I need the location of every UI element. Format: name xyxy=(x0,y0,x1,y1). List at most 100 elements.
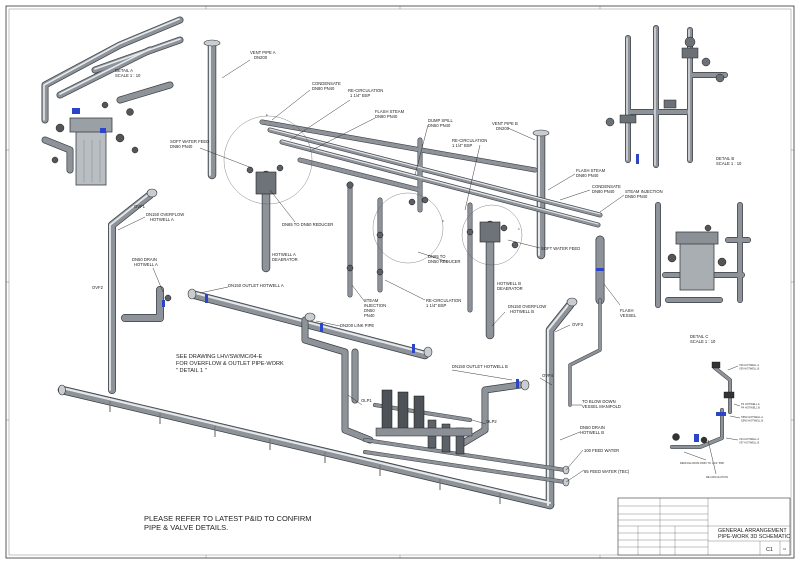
label-dn150-overflow-b-hotwell: HOTWELL B xyxy=(510,309,534,314)
detail-a-title: DETAIL A xyxy=(115,68,133,73)
label-injection-dn: DN50 xyxy=(364,308,375,313)
label-recirc-low: RE-CIRCULATION xyxy=(426,298,461,303)
detail-c-recirc-assembly xyxy=(670,361,741,475)
note-see-drawing: SEE DRAWING LHV/SW/MC/04-E xyxy=(176,354,262,360)
label-recirc-top-size: 1 1/4" BSP xyxy=(350,93,371,98)
label-v36-a: V36 HOTWELL A xyxy=(739,363,759,367)
label-condensate-b-size: DN80 PN40 xyxy=(592,189,615,194)
leader-lines xyxy=(117,59,625,483)
label-dn65-b: DN65 TO xyxy=(428,254,446,259)
label-s5-b: S5N0 HOTWELL B xyxy=(741,419,763,423)
label-dn150-overflow-a: DN150 OVERFLOW xyxy=(146,212,184,217)
title-pipework-schematic: PIPE-WORK 3D SCHEMATIC xyxy=(718,534,790,540)
label-hotwell-a-deaerator: DEAERATOR xyxy=(272,257,298,262)
label-recirc-low-size: 1 1/4" BSP xyxy=(426,303,447,308)
detail-c-scale: SCALE 1 : 10 xyxy=(690,339,716,344)
label-recirc-top: RE-CIRCULATION xyxy=(348,88,383,93)
label-flash: FLASH xyxy=(620,308,634,313)
label-p4-b: P4 HOTWELL B xyxy=(741,406,760,410)
label-soft-water-b: SOFT WATER FEED xyxy=(541,246,580,251)
callout-labels: VENT PIPE A DN200 CONDENSATE DN80 PN40 R… xyxy=(92,50,663,474)
svg-text:S5N0 HOTWELL A: S5N0 HOTWELL A xyxy=(741,415,763,419)
label-soft-water-a: SOFT WATER FEED xyxy=(170,139,209,144)
label-ovf3: OVF3 xyxy=(572,322,584,327)
label-vent-pipe-a: VENT PIPE A xyxy=(250,50,276,55)
label-blowdown: TO BLOW DOWN xyxy=(582,399,616,404)
label-dn150-outlet-b: DN150 OUTLET HOTWELL B xyxy=(452,364,508,369)
label-olp2: OLP2 xyxy=(486,419,497,424)
label-hotwell-b-deaerator: DEAERATOR xyxy=(497,286,523,291)
label-feed-65: 65 FEED WATER (TBC) xyxy=(584,469,630,474)
label-dn150-outlet-a: DN150 OUTLET HOTWELL A xyxy=(228,283,284,288)
label-dn50-reducer-b: DN50 REDUCER xyxy=(428,259,461,264)
label-ovf4: OVF4 xyxy=(542,373,554,378)
label-dn50-drain-a: DN50 DRAIN xyxy=(132,257,157,262)
label-steam: STEAM xyxy=(364,298,379,303)
label-v37-b: V37 HOTWELL B xyxy=(739,441,759,445)
detail-circle-a xyxy=(223,115,313,205)
detail-c-view: DETAIL C SCALE 1 : 10 xyxy=(655,202,751,344)
pump-set xyxy=(375,389,473,455)
label-dump-spill-size: DN50 PN40 xyxy=(428,123,451,128)
detail-circle-b xyxy=(372,192,444,264)
label-dn65-reducer-a: DN65 TO DN50 REDUCER xyxy=(282,222,333,227)
svg-text:V34 HOTWELL A: V34 HOTWELL A xyxy=(739,437,759,441)
label-soft-water-a-size: DN80 PN40 xyxy=(170,144,193,149)
svg-text:V39 HOTWELL B: V39 HOTWELL B xyxy=(739,367,759,371)
label-s5-a: S5N0 HOTWELL A xyxy=(741,415,763,419)
label-v34-a: V34 HOTWELL A xyxy=(739,437,759,441)
note-overflow-outlet: FOR OVERFLOW & OUTLET PIPE-WORK xyxy=(176,361,284,367)
note-refer-pid: PLEASE REFER TO LATEST P&ID TO CONFIRM xyxy=(144,514,312,523)
label-feed-100: 100 FEED WATER xyxy=(584,448,619,453)
label-injection: INJECTION xyxy=(364,303,386,308)
label-dn50-drain-b-hotwell: HOTWELL B xyxy=(580,430,604,435)
label-v39-b: V39 HOTWELL B xyxy=(739,367,759,371)
label-steam-injection-top: STEAM INJECTION xyxy=(625,189,663,194)
svg-text:D: D xyxy=(442,219,444,223)
label-p3-a: P3 HOTWELL A xyxy=(741,402,760,406)
label-steam-injection-top-size: DN50 PN40 xyxy=(625,194,648,199)
label-injection-pn: PN40 xyxy=(364,313,375,318)
label-vent-pipe-b: VENT PIPE B xyxy=(492,121,518,126)
label-vent-pipe-b-size: DN200 xyxy=(496,126,510,131)
label-recirculation-c: RE-CIRCULATION xyxy=(706,475,728,479)
title-sheet: C1 xyxy=(766,547,773,553)
label-ovf2: OVF2 xyxy=(92,285,104,290)
label-vessel: VESSEL xyxy=(620,313,637,318)
svg-text:V37 HOTWELL B: V37 HOTWELL B xyxy=(739,441,759,445)
detail-a-view: DETAIL A SCALE 1 : 10 xyxy=(41,16,184,186)
label-flash-steam-top-size: DN80 PN40 xyxy=(375,114,398,119)
label-dn150-overflow-a-hotwell: HOTWELL A xyxy=(150,217,174,222)
label-condensate: CONDENSATE xyxy=(312,81,341,86)
title-block: GENERAL ARRANGEMENT PIPE-WORK 3D SCHEMAT… xyxy=(617,497,791,556)
label-condensate-size: DN80 PN40 xyxy=(312,86,335,91)
detail-circle-c xyxy=(461,204,523,266)
detail-b-view: DETAIL B SCALE 1 : 10 xyxy=(605,25,742,168)
label-dn150-overflow-b: DN150 OVERFLOW xyxy=(508,304,546,309)
notes: SEE DRAWING LHV/SW/MC/04-E FOR OVERFLOW … xyxy=(144,354,312,532)
title-general-arrangement: GENERAL ARRANGEMENT xyxy=(718,528,787,534)
svg-text:S5N0 HOTWELL B: S5N0 HOTWELL B xyxy=(741,419,763,423)
label-flash-steam-b: FLASH STEAM xyxy=(576,168,606,173)
label-hotwell-a: HOTWELL A xyxy=(272,252,296,257)
detail-b-scale: SCALE 1 : 10 xyxy=(716,161,742,166)
label-dn50-drain-a-hotwell: HOTWELL A xyxy=(134,262,158,267)
label-hotwell-b: HOTWELL B xyxy=(497,281,521,286)
label-flash-steam-top: FLASH STEAM xyxy=(375,109,405,114)
svg-text:C: C xyxy=(518,227,520,231)
detail-b-title: DETAIL B xyxy=(716,156,734,161)
label-dn50-drain-b: DN50 DRAIN xyxy=(580,425,605,430)
svg-text:V36 HOTWELL A: V36 HOTWELL A xyxy=(739,363,759,367)
detail-c-title: DETAIL C xyxy=(690,334,708,339)
label-flash-steam-b-size: DN80 PN40 xyxy=(576,173,599,178)
label-vent-pipe-a-size: DN200 xyxy=(254,55,268,60)
outer-frame xyxy=(5,5,795,559)
label-recirc-mid-size: 1 1/4" BSP xyxy=(452,143,473,148)
svg-text:E: E xyxy=(266,113,268,117)
label-condensate-b: CONDENSATE xyxy=(592,184,621,189)
frame-ticks xyxy=(6,6,794,558)
svg-text:P4 HOTWELL B: P4 HOTWELL B xyxy=(741,406,760,410)
label-recirc-mid: RE-CIRCULATION xyxy=(452,138,487,143)
